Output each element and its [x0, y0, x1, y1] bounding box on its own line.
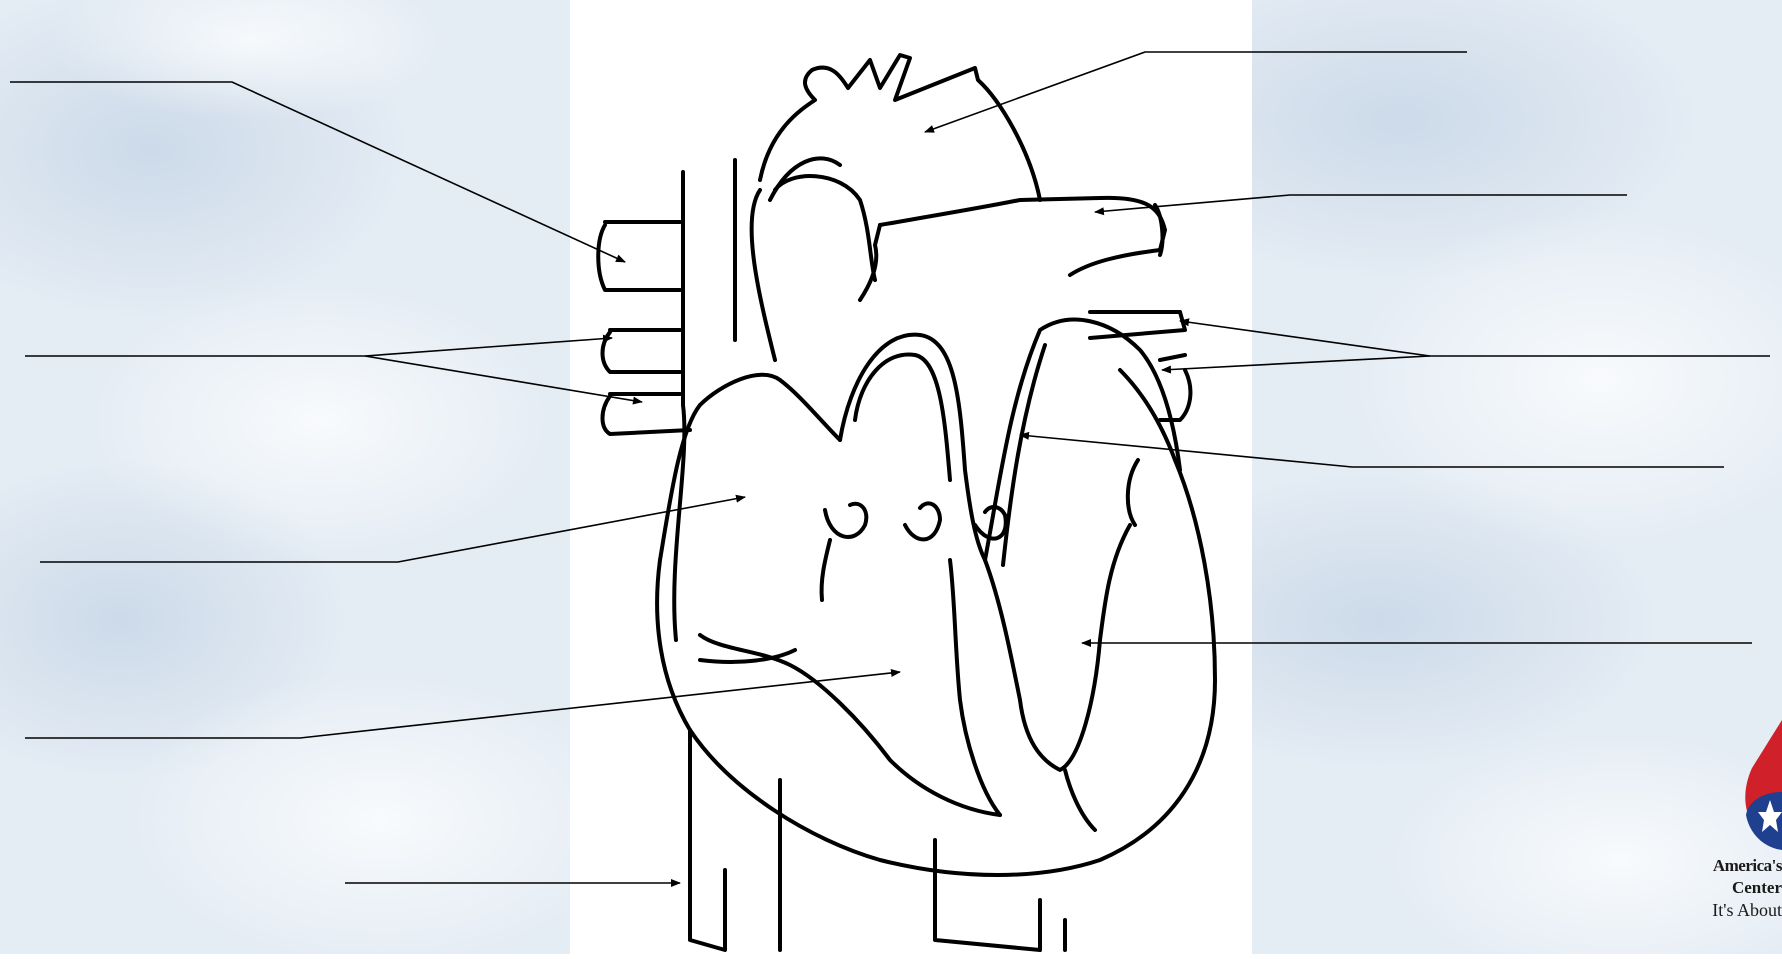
- logo-line-3: It's About: [1712, 900, 1782, 921]
- logo-line-2: Center: [1732, 878, 1782, 898]
- diagram-panel: [570, 0, 1252, 954]
- logo-line-1: America's: [1713, 856, 1782, 876]
